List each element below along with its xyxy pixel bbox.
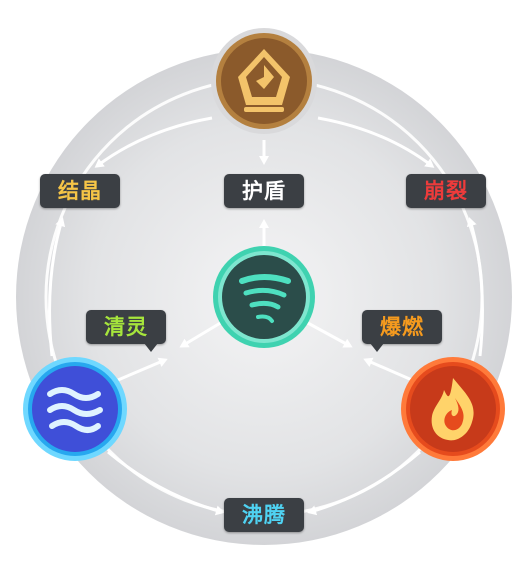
reaction-label-spirit: 清灵 <box>86 310 166 352</box>
arrow-pyro-to-shatter <box>466 217 484 357</box>
arrow-pyro-to-boil <box>307 450 421 516</box>
geo-rock-icon <box>238 49 290 112</box>
reaction-label-boil: 沸腾 <box>224 498 304 532</box>
anemo-element-orb[interactable] <box>212 245 316 349</box>
boil-text: 沸腾 <box>242 503 286 527</box>
arrow-hydro-to-spirit <box>117 357 168 382</box>
arrow-pyro-to-burn <box>363 357 413 382</box>
wind-tornado-icon <box>239 274 291 323</box>
arrow-anemo-to-spirit <box>179 320 223 348</box>
burn-text: 爆燃 <box>380 315 424 339</box>
spirit-text: 清灵 <box>104 315 148 339</box>
reaction-label-shield: 护盾 <box>224 174 304 208</box>
arrow-hydro-to-boil <box>107 450 225 516</box>
water-waves-icon <box>47 387 103 433</box>
reaction-label-shatter: 崩裂 <box>406 174 486 208</box>
shatter-text: 崩裂 <box>424 179 468 203</box>
reaction-label-crystallize: 结晶 <box>40 174 120 208</box>
arrow-geo-to-crystallize <box>94 116 213 168</box>
reaction-label-burn: 爆燃 <box>362 310 442 352</box>
arrow-hydro-to-crystallize <box>48 217 66 357</box>
crystallize-text: 结晶 <box>58 179 102 203</box>
geo-element-orb[interactable] <box>210 27 318 135</box>
arrow-geo-to-shatter <box>317 116 435 168</box>
hydro-element-orb[interactable] <box>22 356 128 462</box>
arrow-anemo-to-burn <box>305 320 353 348</box>
fire-flame-icon <box>431 378 474 441</box>
shield-text: 护盾 <box>242 179 286 203</box>
pyro-element-orb[interactable] <box>400 356 506 462</box>
